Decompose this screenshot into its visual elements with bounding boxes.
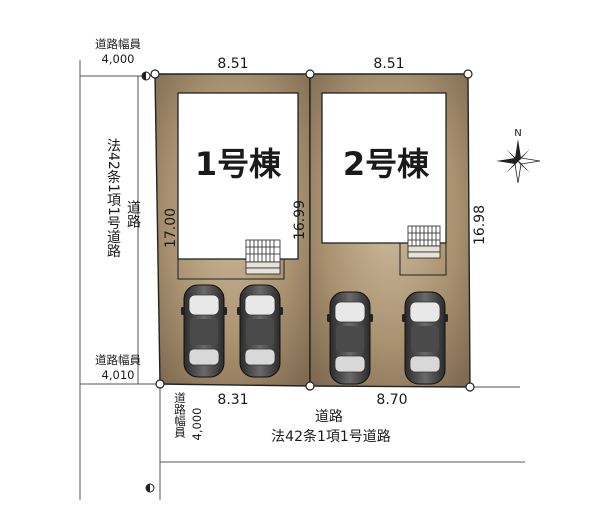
road-width-mid-value: 4,010 <box>102 368 135 382</box>
half-filled-marker <box>141 71 151 81</box>
car-icon <box>327 291 373 385</box>
plot1-left-depth: 17.00 <box>163 208 179 248</box>
plot2-right-depth: 16.98 <box>472 205 488 245</box>
road-width-top-value: 4,000 <box>102 52 135 66</box>
compass-label: N <box>514 128 521 139</box>
entry-step-plot1 <box>245 239 281 275</box>
building-plot1 <box>177 92 299 280</box>
car-icon <box>402 291 448 385</box>
building-label-plot1: 1号棟 <box>195 145 282 183</box>
compass-icon <box>496 139 541 184</box>
car-icon <box>181 284 227 378</box>
plot2-top-width: 8.51 <box>373 56 404 72</box>
road-width-mid-label: 道路幅員 <box>95 353 141 367</box>
building-label-plot2: 2号棟 <box>343 145 430 183</box>
bottom-road-designation: 法42条1項1号道路 <box>271 428 391 445</box>
left-road-label-secondary: 道路 <box>125 200 141 228</box>
car-icon <box>237 284 283 378</box>
plot1-top-width: 8.51 <box>217 56 248 72</box>
entry-step-plot2 <box>407 225 441 259</box>
half-filled-marker <box>145 483 155 493</box>
bottom-road-label: 道路 <box>315 409 343 425</box>
road-width-bottom-label: 道路幅員 <box>173 391 187 439</box>
road-lines <box>79 60 525 500</box>
boundary-markers <box>150 69 475 392</box>
road-width-top-label: 道路幅員 <box>95 37 141 51</box>
left-road-label-primary: 法42条1項1号道路 <box>105 138 121 258</box>
plot1-right-depth: 16.99 <box>292 200 308 240</box>
plot2-bottom-width: 8.70 <box>376 392 407 408</box>
plot1-bottom-width: 8.31 <box>217 392 248 408</box>
building-plot2 <box>321 92 447 276</box>
road-width-bottom-value: 4,000 <box>190 408 204 441</box>
